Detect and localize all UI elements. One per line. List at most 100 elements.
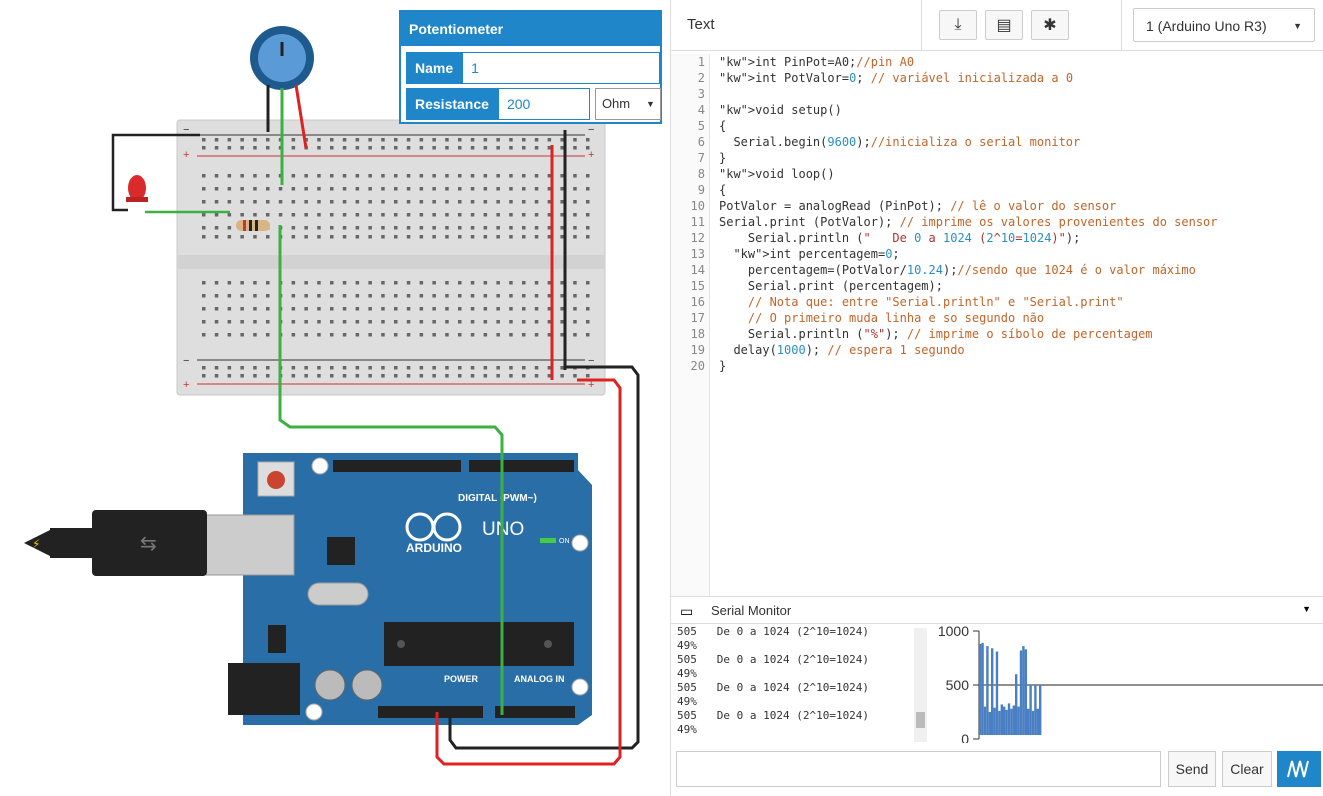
code-line[interactable]: "kw">int PotValor=0; // variável inicial… bbox=[719, 71, 1074, 85]
code-line[interactable]: Serial.println (" De 0 a 1024 (2^10=1024… bbox=[719, 231, 1081, 245]
circuit-drawing[interactable]: − + − + − + − + ⚡ ⇆ bbox=[0, 0, 670, 796]
serial-input[interactable] bbox=[676, 751, 1161, 787]
wire-black-led[interactable] bbox=[111, 133, 200, 212]
serial-monitor-title: Serial Monitor bbox=[711, 603, 792, 618]
debug-bug-icon: ✱ bbox=[1043, 17, 1057, 34]
plot-sample bbox=[1022, 646, 1025, 735]
serial-line: 505 De 0 a 1024 (2^10=1024) bbox=[677, 681, 870, 694]
serial-line: 49% bbox=[677, 639, 697, 652]
code-line[interactable]: Serial.begin(9600);//inicializa o serial… bbox=[719, 135, 1081, 149]
plot-sample bbox=[1003, 706, 1006, 735]
plot-sample bbox=[983, 706, 987, 735]
plot-sample bbox=[991, 648, 994, 735]
code-line[interactable]: // O primeiro muda linha e so segundo nã… bbox=[747, 311, 1045, 325]
plot-sample bbox=[1039, 685, 1042, 735]
plot-sample bbox=[1010, 708, 1013, 735]
circuit-canvas[interactable]: − + − + − + − + ⚡ ⇆ bbox=[0, 0, 671, 796]
line-number: 3 bbox=[697, 87, 705, 101]
code-line[interactable]: Serial.println ("%"); // imprime o síbol… bbox=[719, 327, 1153, 341]
line-number: 14 bbox=[690, 263, 705, 277]
line-number: 2 bbox=[697, 71, 705, 85]
wire-gnd[interactable] bbox=[448, 365, 640, 750]
plot-sample bbox=[986, 646, 989, 735]
serial-line: 505 De 0 a 1024 (2^10=1024) bbox=[677, 653, 870, 666]
name-label: Name bbox=[406, 52, 463, 84]
code-line[interactable]: "kw">int PinPot=A0;//pin A0 bbox=[719, 55, 915, 69]
line-number: 13 bbox=[690, 247, 705, 261]
code-line[interactable]: percentagem=(PotValor/10.24);//sendo que… bbox=[719, 263, 1196, 277]
code-line[interactable]: } bbox=[719, 359, 727, 373]
svg-text:ANALOG IN: ANALOG IN bbox=[514, 674, 565, 684]
svg-text:+: + bbox=[183, 149, 189, 161]
code-line[interactable]: ​ bbox=[719, 86, 1218, 102]
download-icon: ⤓ bbox=[954, 16, 962, 33]
wire-green-a0[interactable] bbox=[278, 225, 504, 715]
usb-port bbox=[205, 514, 295, 576]
code-line[interactable]: "kw">void setup() bbox=[719, 103, 842, 117]
inspector-title: Potentiometer bbox=[401, 12, 660, 46]
code-line[interactable]: "kw">void loop() bbox=[719, 167, 835, 181]
serial-line: 505 De 0 a 1024 (2^10=1024) bbox=[677, 709, 870, 722]
plot-sample bbox=[1012, 705, 1015, 735]
code-line[interactable]: Serial.print (PotValor); // imprime os v… bbox=[719, 215, 1218, 229]
code-line[interactable]: PotValor = analogRead (PinPot); // lê o … bbox=[719, 199, 1117, 213]
plot-tick-label: 0 bbox=[961, 731, 969, 743]
code-line[interactable]: } bbox=[719, 151, 727, 165]
debugger-button[interactable]: ✱ bbox=[1031, 10, 1069, 40]
line-number: 15 bbox=[690, 279, 705, 293]
code-line[interactable]: delay(1000); // espera 1 segundo bbox=[719, 343, 965, 357]
code-line[interactable]: "kw">int percentagem=0; bbox=[733, 247, 900, 261]
code-line[interactable]: { bbox=[719, 119, 727, 133]
code-line[interactable]: Serial.print (percentagem); bbox=[719, 279, 943, 293]
power-jack bbox=[228, 663, 300, 715]
serial-line: 505 De 0 a 1024 (2^10=1024) bbox=[677, 625, 870, 638]
serial-scrollbar[interactable] bbox=[914, 628, 927, 742]
svg-text:−: − bbox=[588, 355, 594, 367]
editor-mode-select[interactable]: Text bbox=[687, 16, 715, 33]
code-line[interactable]: // Nota que: entre "Serial.println" e "S… bbox=[747, 295, 1124, 309]
send-button[interactable]: Send bbox=[1168, 751, 1216, 787]
svg-text:DIGITAL (PWM~): DIGITAL (PWM~) bbox=[458, 493, 537, 504]
serial-monitor-icon: ▭ bbox=[680, 603, 694, 619]
svg-text:+: + bbox=[183, 379, 189, 391]
plot-tick-label: 500 bbox=[946, 677, 970, 693]
line-number: 20 bbox=[690, 359, 705, 373]
resistance-input[interactable]: 200 bbox=[497, 88, 590, 120]
serial-monitor-header[interactable]: ▭ Serial Monitor ▼ bbox=[671, 596, 1323, 624]
unit-select[interactable]: Ohm bbox=[594, 88, 661, 120]
graph-toggle-button[interactable] bbox=[1277, 751, 1321, 787]
device-select[interactable]: 1 (Arduino Uno R3) bbox=[1133, 8, 1315, 43]
serial-line: 49% bbox=[677, 723, 697, 736]
clear-button[interactable]: Clear bbox=[1222, 751, 1272, 787]
library-button[interactable]: ▤ bbox=[985, 10, 1023, 40]
plot-sample bbox=[1036, 708, 1039, 735]
line-number: 6 bbox=[697, 135, 705, 149]
line-number: 18 bbox=[690, 327, 705, 341]
plot-sample bbox=[1027, 708, 1030, 735]
serial-line: 49% bbox=[677, 667, 697, 680]
red-led[interactable] bbox=[128, 175, 146, 201]
plot-sample bbox=[988, 712, 991, 735]
code-lines[interactable]: "kw">int PinPot=A0;//pin A0 "kw">int PotV… bbox=[719, 54, 1218, 374]
chevron-down-icon[interactable]: ▼ bbox=[1302, 604, 1311, 614]
plot-sample bbox=[1000, 704, 1003, 735]
serial-output: 505 De 0 a 1024 (2^10=1024)49%505 De 0 a… bbox=[671, 625, 929, 743]
plot-sample bbox=[1019, 650, 1023, 735]
code-line[interactable]: { bbox=[719, 183, 727, 197]
plot-sample bbox=[979, 643, 982, 735]
plot-sample bbox=[1015, 674, 1018, 735]
plot-sample bbox=[1031, 710, 1035, 735]
plot-tick-label: 1000 bbox=[938, 625, 969, 639]
plot-sample bbox=[981, 642, 984, 735]
wire-5v[interactable] bbox=[435, 378, 622, 766]
waveform-icon bbox=[1287, 760, 1309, 778]
download-button[interactable]: ⤓ bbox=[939, 10, 977, 40]
plot-sample bbox=[1029, 685, 1032, 735]
resistor[interactable] bbox=[236, 220, 270, 231]
usb-cable-icon[interactable] bbox=[92, 510, 207, 576]
name-input[interactable]: 1 bbox=[462, 52, 661, 84]
line-number: 11 bbox=[690, 215, 705, 229]
line-number: 10 bbox=[690, 199, 705, 213]
plot-sample bbox=[1007, 703, 1011, 735]
